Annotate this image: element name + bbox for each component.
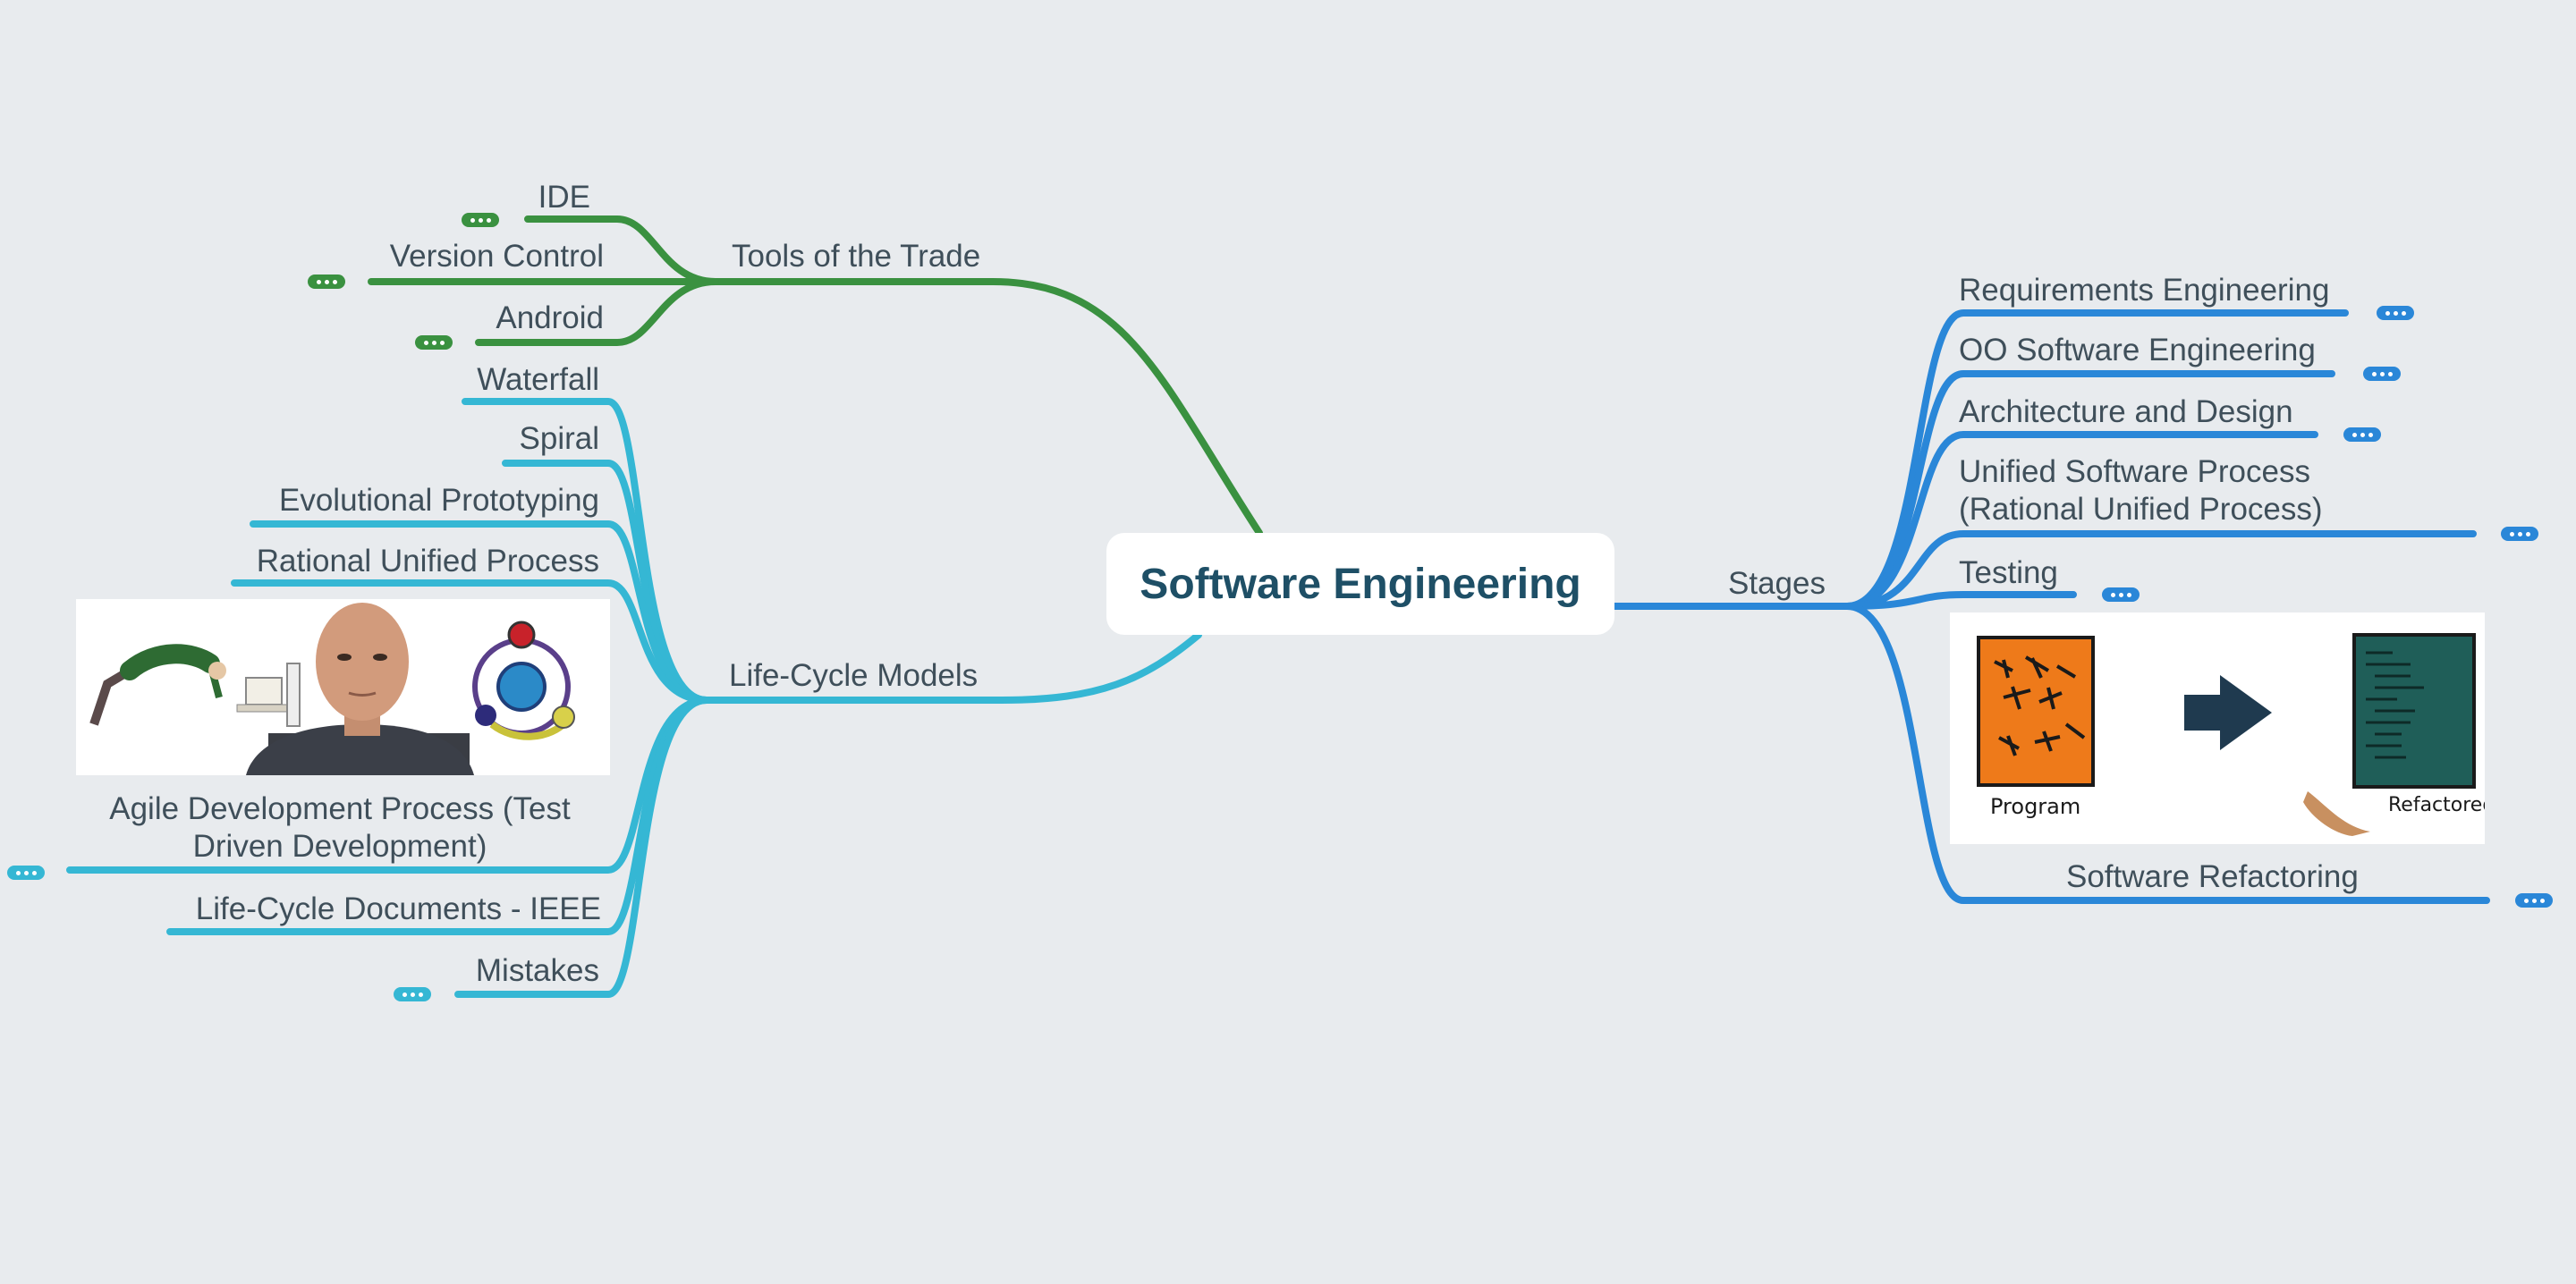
rup-cycle-diagram <box>472 621 575 740</box>
subtopic-agile-development-process[interactable]: Agile Development Process (Test Driven D… <box>109 791 571 864</box>
lifecycle-video-thumbnail <box>76 599 610 775</box>
more-version-control-button[interactable] <box>308 275 345 289</box>
bending-figure-illustration <box>89 644 301 727</box>
arrow-right-icon <box>2184 675 2272 750</box>
subtopic-evolutional-prototyping[interactable]: Evolutional Prototyping <box>279 483 599 518</box>
subtopic-waterfall[interactable]: Waterfall <box>477 362 599 397</box>
more-testing-button[interactable] <box>2102 587 2140 602</box>
subtopic-ide[interactable]: IDE <box>538 180 590 215</box>
pointing-hand-illustration <box>2303 791 2370 836</box>
lifecycle-branch-lines <box>66 398 1202 998</box>
more-agile-button[interactable] <box>7 866 45 880</box>
subtopic-android[interactable]: Android <box>496 300 604 335</box>
more-software-refactoring-button[interactable] <box>2515 893 2553 908</box>
subtopic-unified-software-process[interactable]: Unified Software Process (Rational Unifi… <box>1959 454 2323 527</box>
root-topic[interactable]: Software Engineering <box>1106 533 1614 635</box>
subtopic-architecture-and-design[interactable]: Architecture and Design <box>1959 394 2293 429</box>
more-mistakes-button[interactable] <box>394 987 431 1001</box>
subtopic-software-refactoring[interactable]: Software Refactoring <box>2066 859 2359 894</box>
more-architecture-button[interactable] <box>2343 427 2381 442</box>
more-ide-button[interactable] <box>462 213 499 227</box>
more-oo-software-button[interactable] <box>2363 367 2401 381</box>
root-title: Software Engineering <box>1140 560 1581 608</box>
tools-branch-lines <box>368 215 1263 536</box>
subtopic-spiral[interactable]: Spiral <box>519 421 599 456</box>
more-unified-process-button[interactable] <box>2501 527 2538 541</box>
instructor-person-image <box>246 603 474 775</box>
program-caption: Program <box>1990 794 2080 819</box>
subtopic-version-control[interactable]: Version Control <box>389 239 604 274</box>
subtopic-testing[interactable]: Testing <box>1959 555 2058 590</box>
subtopic-life-cycle-documents-ieee[interactable]: Life-Cycle Documents - IEEE <box>195 891 601 926</box>
subtopic-requirements-engineering[interactable]: Requirements Engineering <box>1959 273 2330 308</box>
stages-branch-lines <box>1611 309 2490 904</box>
topic-tools-of-the-trade[interactable]: Tools of the Trade <box>732 239 981 274</box>
refactored-program-caption: Refactored Program <box>2388 794 2485 816</box>
subtopic-mistakes[interactable]: Mistakes <box>475 953 599 988</box>
refactored-program-page <box>2352 633 2476 789</box>
refactoring-illustration: Program Refactored Program <box>1950 612 2485 844</box>
topic-stages[interactable]: Stages <box>1728 566 1826 601</box>
more-android-button[interactable] <box>415 335 453 350</box>
subtopic-oo-software-engineering[interactable]: OO Software Engineering <box>1959 333 2316 367</box>
messy-program-page <box>1977 636 2095 787</box>
subtopic-rational-unified-process[interactable]: Rational Unified Process <box>256 544 599 579</box>
topic-life-cycle-models[interactable]: Life-Cycle Models <box>729 658 979 693</box>
more-requirements-button[interactable] <box>2377 306 2414 320</box>
